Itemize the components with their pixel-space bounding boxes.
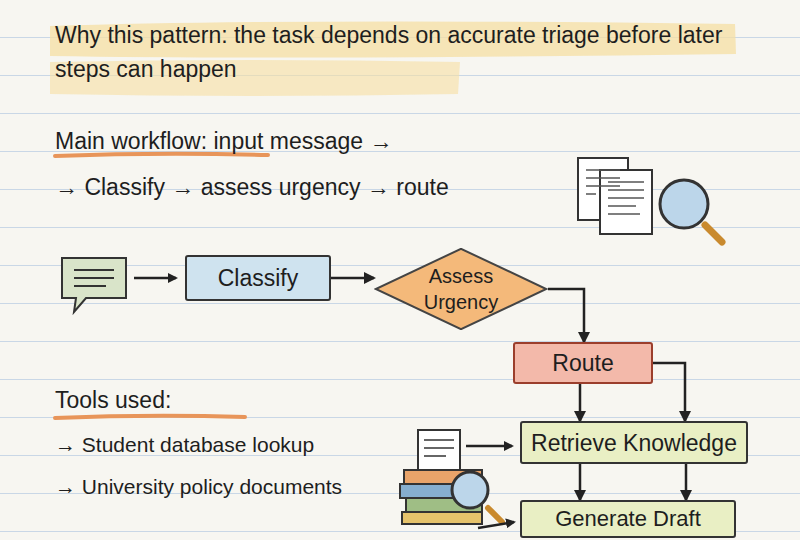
underline: [55, 154, 268, 156]
note-text: → University policy documents: [55, 470, 400, 504]
flow-arrow: [331, 277, 374, 280]
underline: [55, 416, 245, 418]
process-box: Route: [513, 342, 653, 384]
process-box: Classify: [185, 255, 331, 301]
arrow: [134, 277, 176, 280]
process-box: Generate Draft: [520, 500, 736, 538]
note-text: → Classify → assess urgency → route: [55, 170, 575, 204]
diamond-outline: [374, 248, 548, 330]
arrow: [478, 522, 514, 528]
node-label: Generate Draft: [555, 506, 701, 532]
flow-arrow: [579, 464, 582, 500]
node-label: Route: [552, 350, 613, 376]
note-text: → Student database lookup: [55, 428, 400, 462]
message-icon: [62, 258, 126, 312]
document-icon: [578, 158, 722, 242]
note-text: Why this pattern: the task depends on ac…: [55, 18, 755, 86]
flow-arrow: [579, 384, 582, 421]
node-label: Classify: [218, 265, 299, 291]
note-text: Main workflow: input message →: [55, 124, 575, 158]
flow-arrow: [685, 464, 688, 500]
process-box: Retrieve Knowledge: [520, 421, 748, 464]
section-heading: Tools used:: [55, 383, 355, 417]
flow-arrow: [548, 289, 584, 342]
node-label: Retrieve Knowledge: [531, 430, 737, 456]
arrow: [466, 445, 512, 448]
decision-diamond: Assess Urgency: [374, 248, 548, 330]
books-icon: [400, 430, 502, 524]
node-label: Assess Urgency: [406, 263, 516, 315]
flow-arrow: [653, 363, 685, 421]
